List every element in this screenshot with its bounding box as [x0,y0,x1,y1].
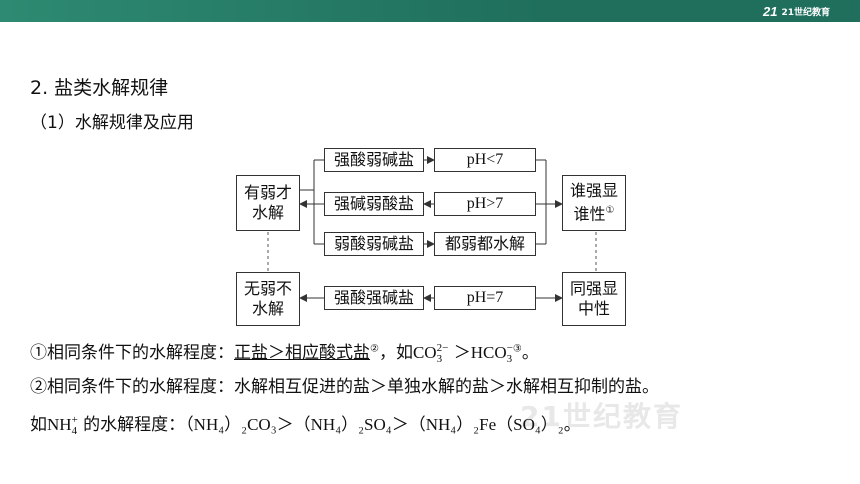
result-line: 同强显 [569,279,618,298]
ion-subscript: 4 [71,425,78,438]
note-prefix: ①相同条件下的水解程度： [30,343,234,363]
ph-box: 都弱都水解 [434,232,536,256]
ion-charge: + [71,414,78,427]
note-mid: ，如 [378,343,413,363]
note-line-3: 如NH+4 的水解程度：（NH₄）₂CO₃＞（NH₄）₂SO₄＞（NH₄）₂Fe… [30,410,581,437]
brand-text: 21世纪教育 [781,7,830,18]
note-line-2: ②相同条件下的水解程度：水解相互促进的盐＞单独水解的盐＞水解相互抑制的盐。 [30,377,659,397]
rule-line: 有弱才 [243,183,292,202]
salt-order-formula: （NH₄）₂CO₃＞（NH₄）₂SO₄＞（NH₄）₂Fe（SO₄）₂。 [185,415,581,434]
ion-text: HCO [470,343,507,362]
salt-type-box: 强碱弱酸盐 [324,192,424,216]
result-box-neutral: 同强显 中性 [562,272,626,326]
footnote-marker: ② [370,343,379,355]
note-text: 的水解程度： [77,415,186,435]
top-banner: 21 21世纪教育 [0,0,860,22]
ion-text: NH [47,415,72,434]
brand-logo: 21 21世纪教育 [763,2,830,20]
rule-box-weak-hydrolyzes: 有弱才 水解 [236,175,300,231]
rule-line: 水解 [251,203,284,222]
section-title: 2. 盐类水解规律 [30,77,169,99]
result-text: 谁性 [573,204,606,224]
ion-ammonium: NH+4 [47,414,78,438]
salt-type-box: 强酸强碱盐 [324,286,424,310]
footnote-marker: ① [605,205,615,217]
ion-charge: − [506,342,513,355]
ph-box: pH>7 [434,192,536,216]
ion-subscript: 3 [436,353,443,366]
result-line: 中性 [577,299,610,318]
result-line: 谁强显 [569,181,618,201]
ion-subscript: 3 [506,353,513,366]
result-box-stronger-shows: 谁强显 谁性① [562,175,626,231]
ion-bicarbonate: HCO−3 [470,342,513,366]
footnote-marker: ③ [512,343,522,355]
ph-box: pH=7 [434,286,536,310]
ion-text: CO [412,343,437,362]
note-gt: ＞ [448,343,471,363]
section-subtitle: （1）水解规律及应用 [30,113,194,133]
note-prefix: 如 [30,415,47,435]
salt-type-box: 弱酸弱碱盐 [324,232,424,256]
banner-stripe [0,0,540,22]
note-end: 。 [521,343,539,363]
ion-charge: 2− [436,342,449,355]
result-line: 谁性① [574,201,615,224]
rule-line: 水解 [251,299,284,318]
rule-box-no-weak-no-hydrolysis: 无弱不 水解 [236,272,300,326]
salt-type-box: 强酸弱碱盐 [324,148,424,172]
ph-box: pH<7 [434,148,536,172]
note-underlined: 正盐＞相应酸式盐 [234,343,370,363]
brand-mark: 21 [763,3,778,19]
watermark-logo: 21世纪教育 [520,400,683,433]
rule-line: 无弱不 [243,279,292,298]
